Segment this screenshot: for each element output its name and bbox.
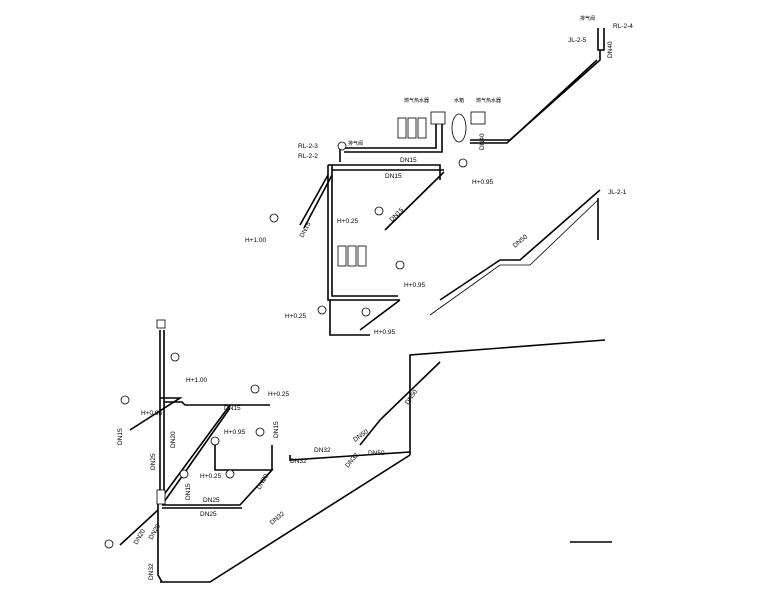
label-h025: H+0.25 xyxy=(200,473,222,480)
lower-pipe-system xyxy=(104,319,411,583)
label-h100: H+1.00 xyxy=(186,377,208,384)
main-connector xyxy=(409,339,606,455)
fixture-marker xyxy=(210,436,220,446)
label-h025: H+0.25 xyxy=(285,313,307,320)
label-dn15: DN15 xyxy=(185,483,192,500)
label-h025: H+0.25 xyxy=(337,218,359,225)
label-dn15: DN15 xyxy=(273,421,280,438)
gas-heater-box xyxy=(470,111,486,125)
fixture-marker xyxy=(361,307,371,317)
fixture-marker xyxy=(104,539,114,549)
label-h095: H+0.95 xyxy=(224,429,246,436)
label-dn32: DN32 xyxy=(314,447,331,454)
main-dn50 xyxy=(439,189,601,301)
diagram-labels: RL-2-4 JL-2-5 DN40 DN40 RL-2-3 RL-2-2 JL… xyxy=(117,15,633,580)
label-jl-2-1: JL-2-1 xyxy=(608,189,627,196)
label-dn25: DN25 xyxy=(200,511,217,518)
label-h095: H+0.95 xyxy=(404,282,426,289)
label-h100: H+1.00 xyxy=(245,237,267,244)
connecting-main xyxy=(359,198,606,455)
label-dn20: DN20 xyxy=(256,473,271,491)
fixture-marker xyxy=(255,427,265,437)
label-h095: H+0.95 xyxy=(374,329,396,336)
valve-stack xyxy=(347,245,357,267)
label-dn25: DN25 xyxy=(150,453,157,470)
water-heater-box xyxy=(430,111,446,125)
upper-pipe-system xyxy=(269,28,605,336)
label-jl-2-5: JL-2-5 xyxy=(568,37,587,44)
label-h096: H+0.96 xyxy=(141,410,163,417)
label-dn50: DN50 xyxy=(404,388,419,406)
valve-stack xyxy=(417,117,427,139)
label-rl-2-4: RL-2-4 xyxy=(613,23,633,30)
fixture-marker xyxy=(317,305,327,315)
label-dn25: DN25 xyxy=(203,497,220,504)
label-dn50: DN50 xyxy=(512,233,530,249)
label-dn15: DN15 xyxy=(400,157,417,164)
label-h025: H+0.25 xyxy=(268,391,290,398)
fixture-marker xyxy=(269,213,279,223)
label-dn15: DN15 xyxy=(117,428,124,445)
water-tank xyxy=(451,113,467,143)
label-dn32: DN32 xyxy=(148,563,155,580)
fixture-marker xyxy=(120,395,130,405)
label-rl-2-3: RL-2-3 xyxy=(298,143,318,150)
lower-main-dn32-dn50 xyxy=(160,454,411,583)
riser-rl-2-4 xyxy=(597,28,605,51)
riser-cap xyxy=(156,319,166,329)
label-water-tank: 水箱 xyxy=(454,97,464,104)
fixture-marker xyxy=(250,384,260,394)
label-h095: H+0.95 xyxy=(472,179,494,186)
riser-rl-2-2 xyxy=(327,165,400,301)
label-dn32: DN32 xyxy=(290,458,307,465)
fixture-marker xyxy=(458,158,468,168)
label-dn20: DN20 xyxy=(170,431,177,448)
label-gas-heater: 燃气热水器 xyxy=(476,97,501,104)
valve-stack xyxy=(407,117,417,139)
label-vent-valve: 排气阀 xyxy=(580,15,595,22)
fixture-marker xyxy=(374,206,384,216)
label-dn15: DN15 xyxy=(224,405,241,412)
fixture-marker xyxy=(170,352,180,362)
label-rl-2-2: RL-2-2 xyxy=(298,153,318,160)
valve-stack xyxy=(357,245,367,267)
label-dn32: DN32 xyxy=(344,452,360,470)
label-vent-valve: 排气阀 xyxy=(348,140,363,147)
fixture-marker xyxy=(225,469,235,479)
label-water-heater: 燃气热水器 xyxy=(404,97,429,104)
fixture-marker xyxy=(395,260,405,270)
label-dn15: DN15 xyxy=(385,173,402,180)
main-dn40-branch xyxy=(470,50,601,141)
label-dn20: DN20 xyxy=(148,523,163,541)
fixture-marker xyxy=(179,469,189,479)
label-dn50: DN50 xyxy=(368,450,385,457)
label-dn40: DN40 xyxy=(479,133,486,150)
label-dn15: DN15 xyxy=(388,206,405,223)
label-dn40: DN40 xyxy=(607,41,614,58)
valve-stack xyxy=(337,245,347,267)
label-dn32: DN32 xyxy=(269,510,287,526)
valve-stack xyxy=(156,489,166,505)
fixture-marker xyxy=(337,141,347,151)
valve-stack xyxy=(397,117,407,139)
